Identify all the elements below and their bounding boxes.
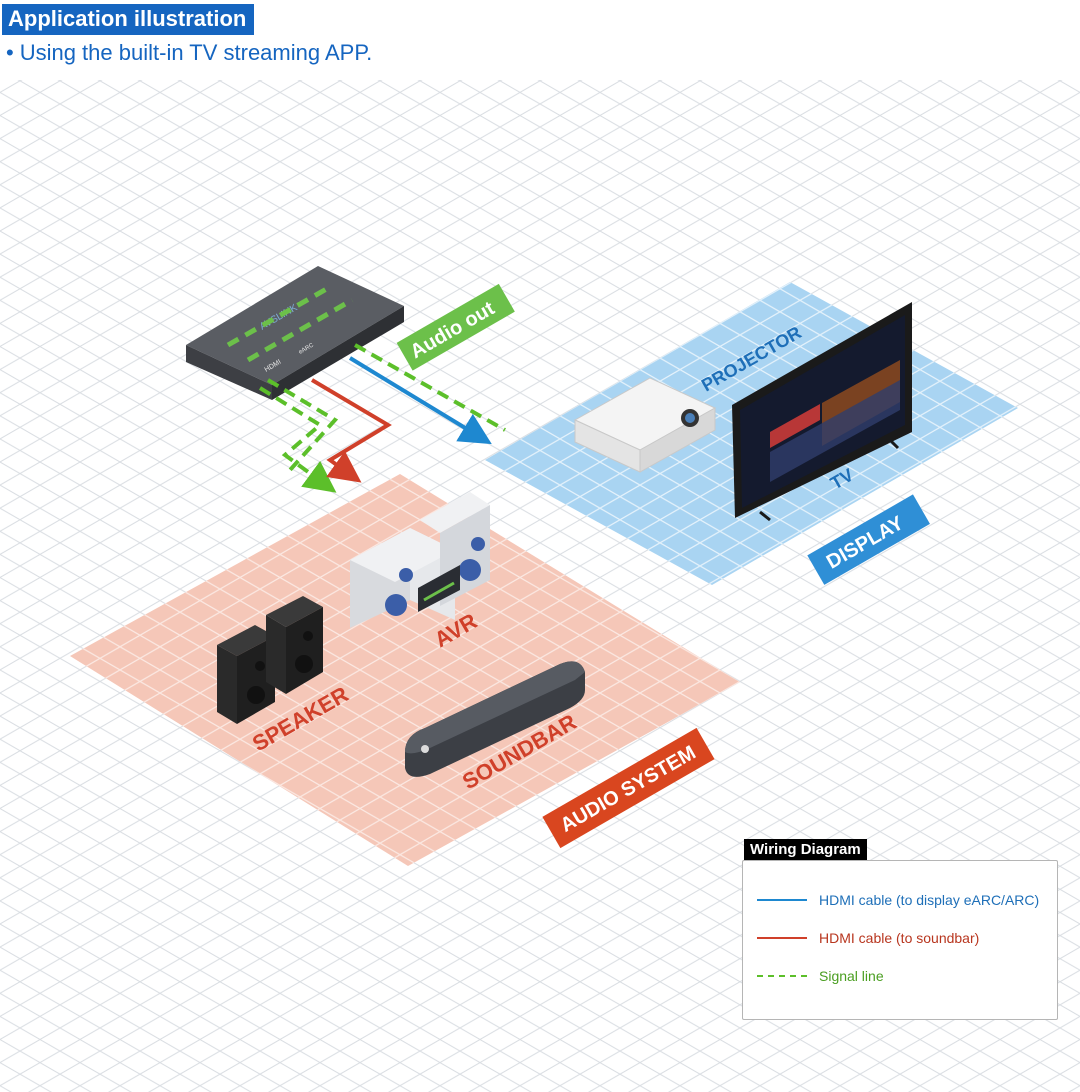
legend-item-hdmi-display: HDMI cable (to display eARC/ARC) [757, 889, 1039, 911]
legend-title: Wiring Diagram [744, 839, 867, 860]
speakers [217, 596, 323, 724]
soundbar [405, 661, 585, 777]
subtitle-text: Using the built-in TV streaming APP. [19, 40, 373, 65]
page-title: Application illustration [2, 4, 255, 35]
audio-zone [70, 474, 740, 866]
legend-label: Signal line [819, 968, 884, 984]
legend-label: HDMI cable (to display eARC/ARC) [819, 892, 1040, 908]
hub-device: AVSLINK HDMI eARC [186, 266, 404, 400]
hdmi-cable-display [348, 356, 492, 445]
legend-swatch [757, 899, 807, 901]
legend-item-hdmi-soundbar: HDMI cable (to soundbar) [757, 927, 979, 949]
legend-swatch [757, 975, 807, 977]
tv [732, 302, 912, 522]
bullet: • [6, 40, 14, 65]
legend-item-signal-line: Signal line [757, 965, 884, 987]
legend-label: HDMI cable (to soundbar) [819, 930, 980, 946]
hdmi-cable-soundbar [310, 378, 392, 483]
avr [350, 492, 490, 628]
legend-swatch [757, 937, 807, 939]
wiring-legend: HDMI cable (to display eARC/ARC) HDMI ca… [742, 860, 1058, 1020]
page-subtitle: •Using the built-in TV streaming APP. [6, 40, 372, 66]
projector [573, 377, 717, 473]
